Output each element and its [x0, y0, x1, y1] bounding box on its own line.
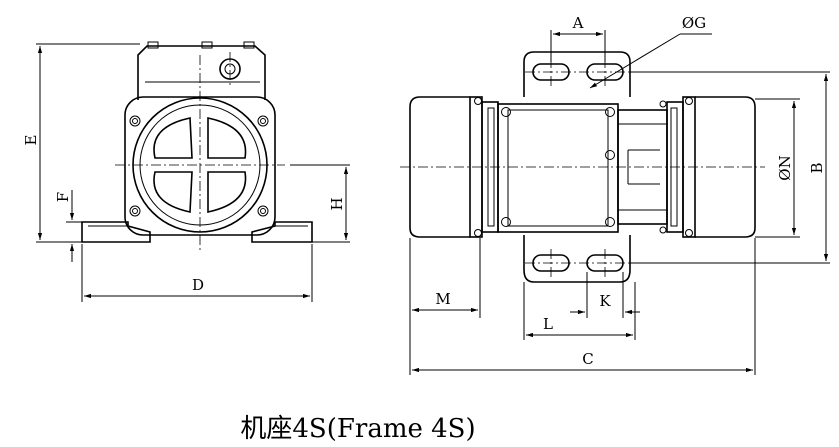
dim-label-L: L: [543, 315, 553, 333]
dim-label-F: F: [54, 192, 72, 202]
dim-label-A: A: [572, 14, 584, 32]
figure-caption: 机座4S(Frame 4S): [240, 414, 475, 444]
right-end-cover: [695, 96, 756, 238]
eccentric-segment-3: [153, 171, 193, 213]
eccentric-segment-4: [207, 171, 247, 213]
dim-label-N: ØN: [776, 155, 794, 180]
front-top-block: [137, 45, 266, 100]
dim-label-G: ØG: [682, 14, 706, 32]
eccentric-segment-2: [207, 117, 247, 159]
dim-label-M: M: [435, 290, 450, 308]
front-view: [81, 41, 313, 250]
left-end-cover: [409, 96, 470, 238]
dim-label-E: E: [22, 135, 40, 146]
dim-label-H: H: [328, 197, 346, 210]
dim-label-D: D: [192, 276, 204, 294]
eccentric-segment-1: [153, 117, 193, 159]
top-view: [400, 51, 765, 283]
top-dimensions: A ØG B ØN M K L C: [409, 14, 830, 375]
dim-label-K: K: [599, 292, 611, 310]
front-base-left-foot: [81, 221, 151, 243]
dim-label-B: B: [808, 162, 826, 173]
front-dimensions: E F H D: [22, 43, 350, 302]
mounting-plate: [523, 51, 631, 283]
dim-label-C: C: [582, 350, 593, 368]
front-base-right-foot: [251, 221, 313, 243]
center-block: [497, 103, 619, 233]
